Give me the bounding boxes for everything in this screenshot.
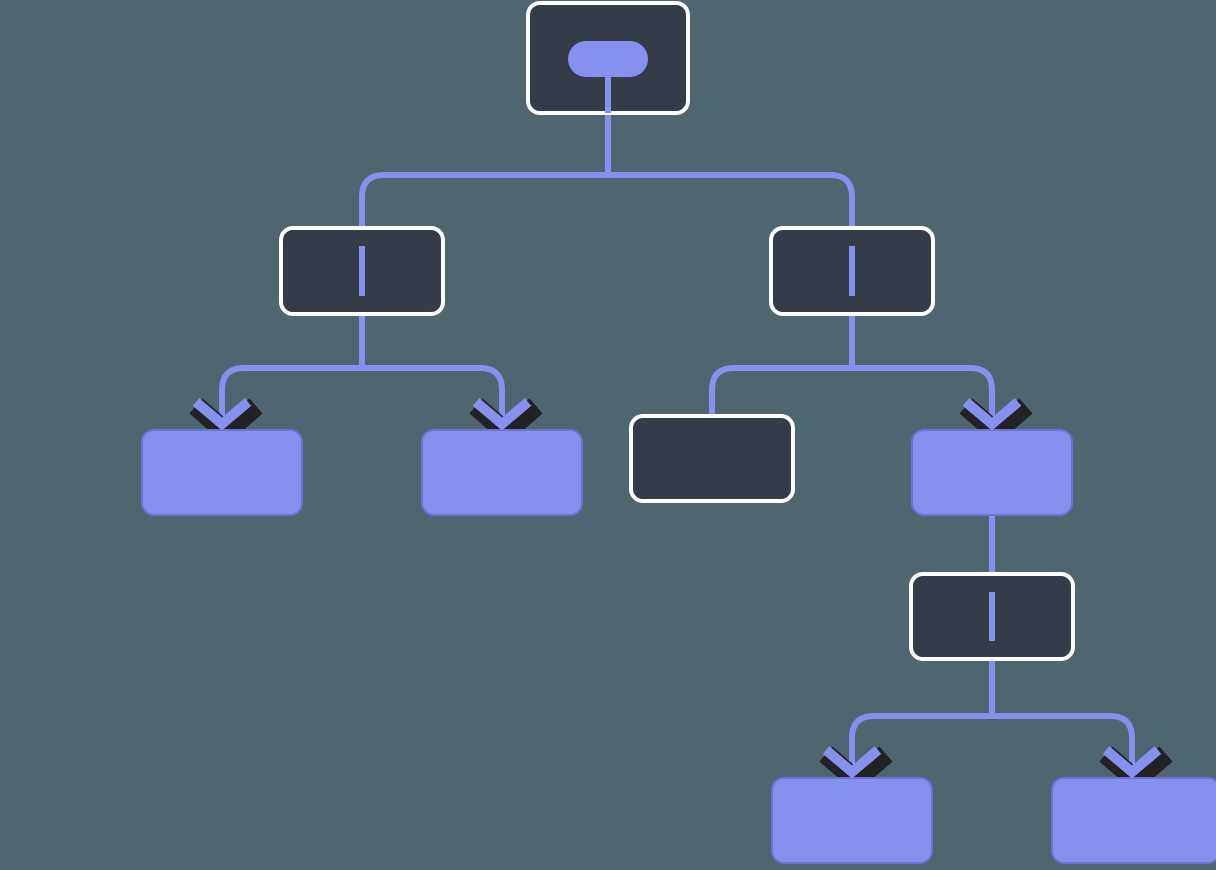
level2-purple-branch-node[interactable] <box>911 429 1073 516</box>
leaf-node-3[interactable] <box>771 777 933 864</box>
node-inner-marker-layer <box>359 41 995 641</box>
arrow-head-icon <box>472 398 532 431</box>
connector-level1-left-to-leaf-2[interactable] <box>362 365 505 424</box>
root-pill-marker-icon <box>568 41 648 77</box>
arrow-head-layer <box>192 398 1162 779</box>
connector-root-to-level1-left[interactable] <box>359 172 608 228</box>
arrow-head-icon <box>1102 746 1162 779</box>
connector-level1-left-to-leaf-1[interactable] <box>219 365 362 424</box>
arrow-head-icon <box>962 398 1022 431</box>
connector-layer <box>219 113 1135 772</box>
connector-level3-to-leaf-4[interactable] <box>992 713 1135 772</box>
node-layer <box>141 1 1216 864</box>
leaf-node-4[interactable] <box>1051 777 1216 864</box>
arrow-head-icon <box>822 746 882 779</box>
level2-dark-node[interactable] <box>629 414 795 503</box>
leaf-node-1[interactable] <box>141 429 303 516</box>
connector-level3-to-leaf-3[interactable] <box>849 713 992 772</box>
connector-root-to-level1-right[interactable] <box>608 172 855 228</box>
leaf-node-2[interactable] <box>421 429 583 516</box>
arrow-head-icon <box>192 398 252 431</box>
connector-level1-right-to-dark-node[interactable] <box>709 365 852 416</box>
connector-level1-right-to-purple-branch[interactable] <box>852 365 995 424</box>
